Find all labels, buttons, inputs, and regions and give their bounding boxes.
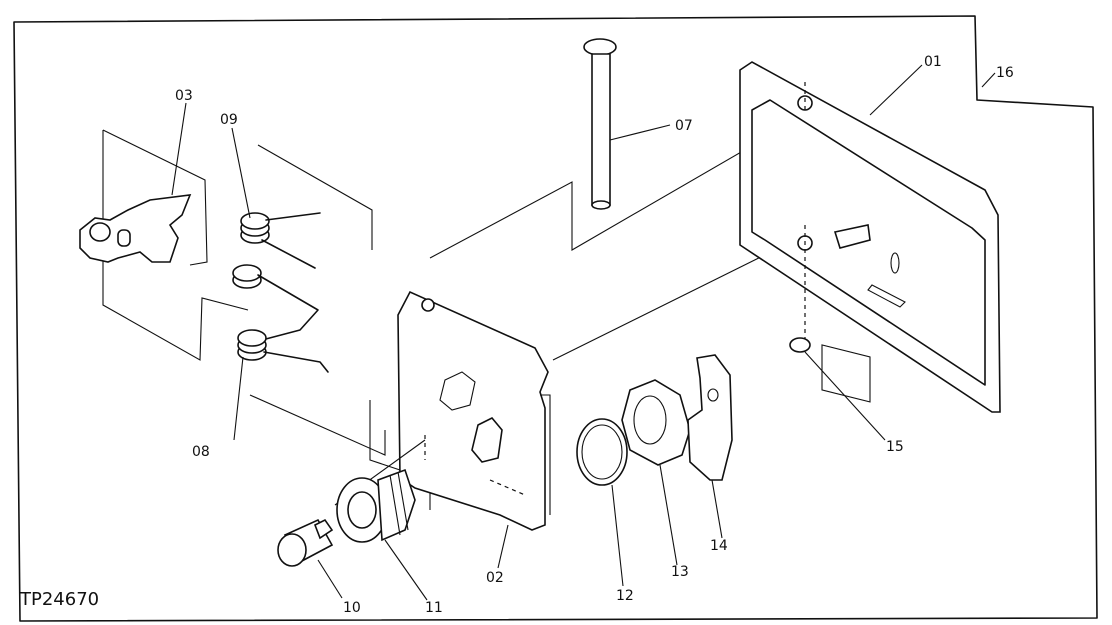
callout-01: 01	[924, 54, 942, 70]
callout-03: 03	[175, 88, 193, 104]
callout-08: 08	[192, 444, 210, 460]
o-ring-12-inner	[581, 424, 623, 480]
figure-id: TP24670	[19, 589, 99, 610]
callout-09: 09	[220, 112, 238, 128]
o-ring-12	[576, 418, 628, 486]
callout-02: 02	[486, 570, 504, 586]
callout-07: 07	[675, 118, 693, 134]
callout-10: 10	[343, 600, 361, 616]
threaded-bushing-11	[334, 439, 426, 543]
callout-11: 11	[425, 600, 443, 616]
latch-lever-03	[79, 129, 249, 361]
torsion-spring-08	[237, 329, 386, 456]
torsion-spring-09	[232, 144, 373, 341]
diagram-border	[13, 15, 1098, 622]
cam-lever-14	[687, 354, 733, 481]
leader-lines	[171, 64, 996, 601]
key-cylinder-10	[277, 518, 334, 567]
callout-15: 15	[886, 439, 904, 455]
pivot-pin-07	[583, 38, 617, 210]
callout-13: 13	[671, 564, 689, 580]
retaining-clip-15	[789, 337, 811, 353]
callout-16: 16	[996, 65, 1014, 81]
lock-housing-02	[369, 114, 806, 531]
callout-14: 14	[710, 538, 728, 554]
mounting-frame-01	[739, 61, 1001, 413]
hex-nut-13	[621, 379, 691, 466]
callout-12: 12	[616, 588, 634, 604]
